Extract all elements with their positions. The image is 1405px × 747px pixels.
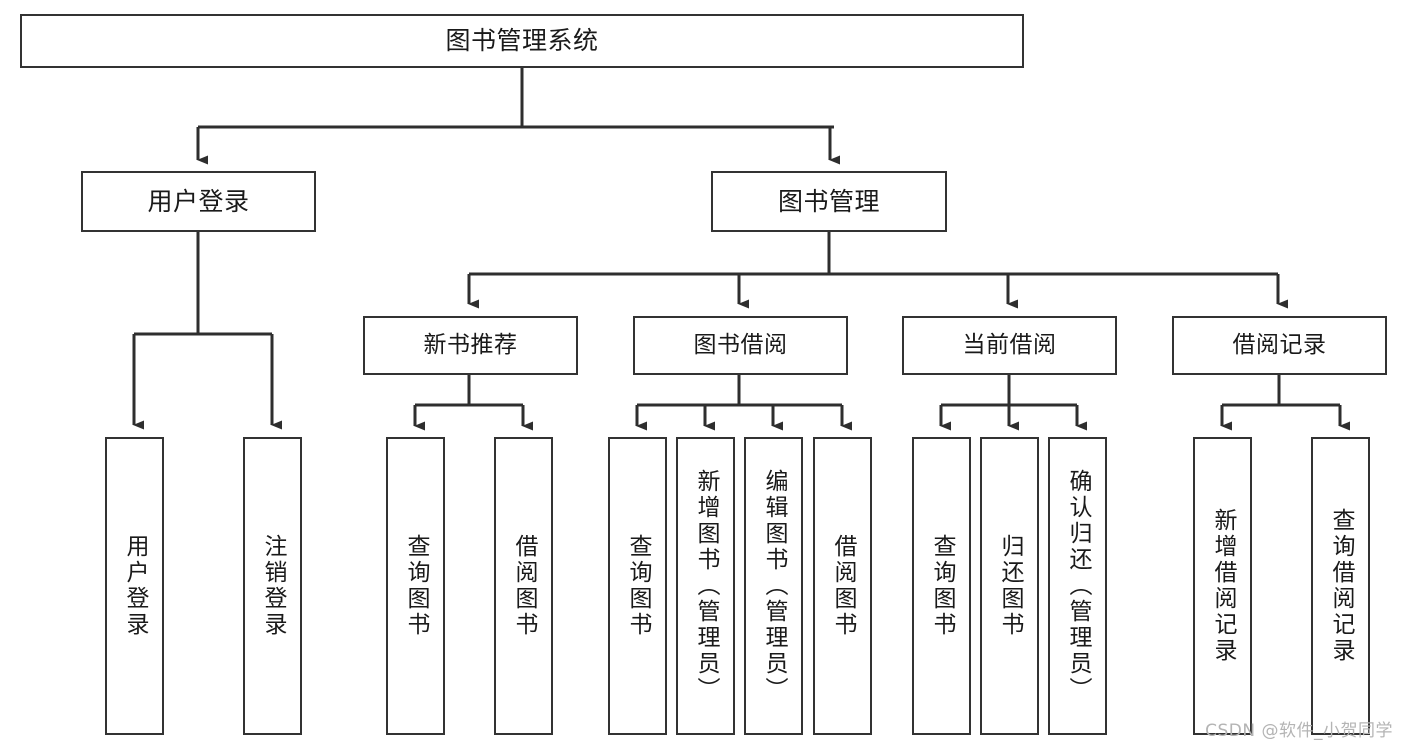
node-user-login[interactable]: 用户登录 — [81, 171, 316, 232]
node-leaf-query-book-borrow-label: 查询图书 — [625, 534, 651, 638]
node-leaf-query-book-recommend[interactable]: 查询图书 — [386, 437, 445, 735]
node-book-management[interactable]: 图书管理 — [711, 171, 947, 232]
node-leaf-borrow-book-recommend[interactable]: 借阅图书 — [494, 437, 553, 735]
node-leaf-add-borrow-record-label: 新增借阅记录 — [1210, 508, 1236, 664]
node-borrow-record[interactable]: 借阅记录 — [1172, 316, 1387, 375]
node-leaf-query-book-recommend-label: 查询图书 — [403, 534, 429, 638]
node-leaf-logout-login[interactable]: 注销登录 — [243, 437, 302, 735]
node-current-borrow[interactable]: 当前借阅 — [902, 316, 1117, 375]
node-book-borrow[interactable]: 图书借阅 — [633, 316, 848, 375]
node-leaf-add-book[interactable]: 新增图书（管理员） — [676, 437, 735, 735]
node-leaf-add-book-label: 新增图书（管理员） — [693, 469, 719, 703]
node-leaf-query-borrow-record-label: 查询借阅记录 — [1328, 508, 1354, 664]
node-leaf-edit-book[interactable]: 编辑图书（管理员） — [744, 437, 803, 735]
node-leaf-borrow-book-label: 借阅图书 — [830, 534, 856, 638]
node-book-management-label: 图书管理 — [777, 186, 880, 216]
node-user-login-label: 用户登录 — [147, 186, 250, 216]
node-leaf-edit-book-label: 编辑图书（管理员） — [761, 469, 787, 703]
node-leaf-query-book-current[interactable]: 查询图书 — [912, 437, 971, 735]
node-new-book-recommend[interactable]: 新书推荐 — [363, 316, 578, 375]
node-leaf-query-borrow-record[interactable]: 查询借阅记录 — [1311, 437, 1370, 735]
node-leaf-borrow-book[interactable]: 借阅图书 — [813, 437, 872, 735]
node-leaf-logout-login-label: 注销登录 — [260, 534, 286, 638]
node-borrow-record-label: 借阅记录 — [1232, 331, 1327, 358]
node-leaf-add-borrow-record[interactable]: 新增借阅记录 — [1193, 437, 1252, 735]
node-book-borrow-label: 图书借阅 — [693, 331, 788, 358]
node-new-book-recommend-label: 新书推荐 — [423, 331, 518, 358]
node-leaf-borrow-book-recommend-label: 借阅图书 — [511, 534, 537, 638]
node-current-borrow-label: 当前借阅 — [962, 331, 1057, 358]
csdn-watermark: CSDN @软件_小贺同学 — [1205, 721, 1393, 741]
node-leaf-query-book-current-label: 查询图书 — [929, 534, 955, 638]
node-root-label: 图书管理系统 — [445, 26, 599, 56]
node-leaf-return-book-label: 归还图书 — [997, 534, 1023, 638]
node-leaf-confirm-return-label: 确认归还（管理员） — [1065, 469, 1091, 703]
node-leaf-user-login-label: 用户登录 — [122, 534, 148, 638]
node-root-book-management-system[interactable]: 图书管理系统 — [20, 14, 1024, 68]
node-leaf-return-book[interactable]: 归还图书 — [980, 437, 1039, 735]
node-leaf-query-book-borrow[interactable]: 查询图书 — [608, 437, 667, 735]
node-leaf-user-login[interactable]: 用户登录 — [105, 437, 164, 735]
node-leaf-confirm-return[interactable]: 确认归还（管理员） — [1048, 437, 1107, 735]
